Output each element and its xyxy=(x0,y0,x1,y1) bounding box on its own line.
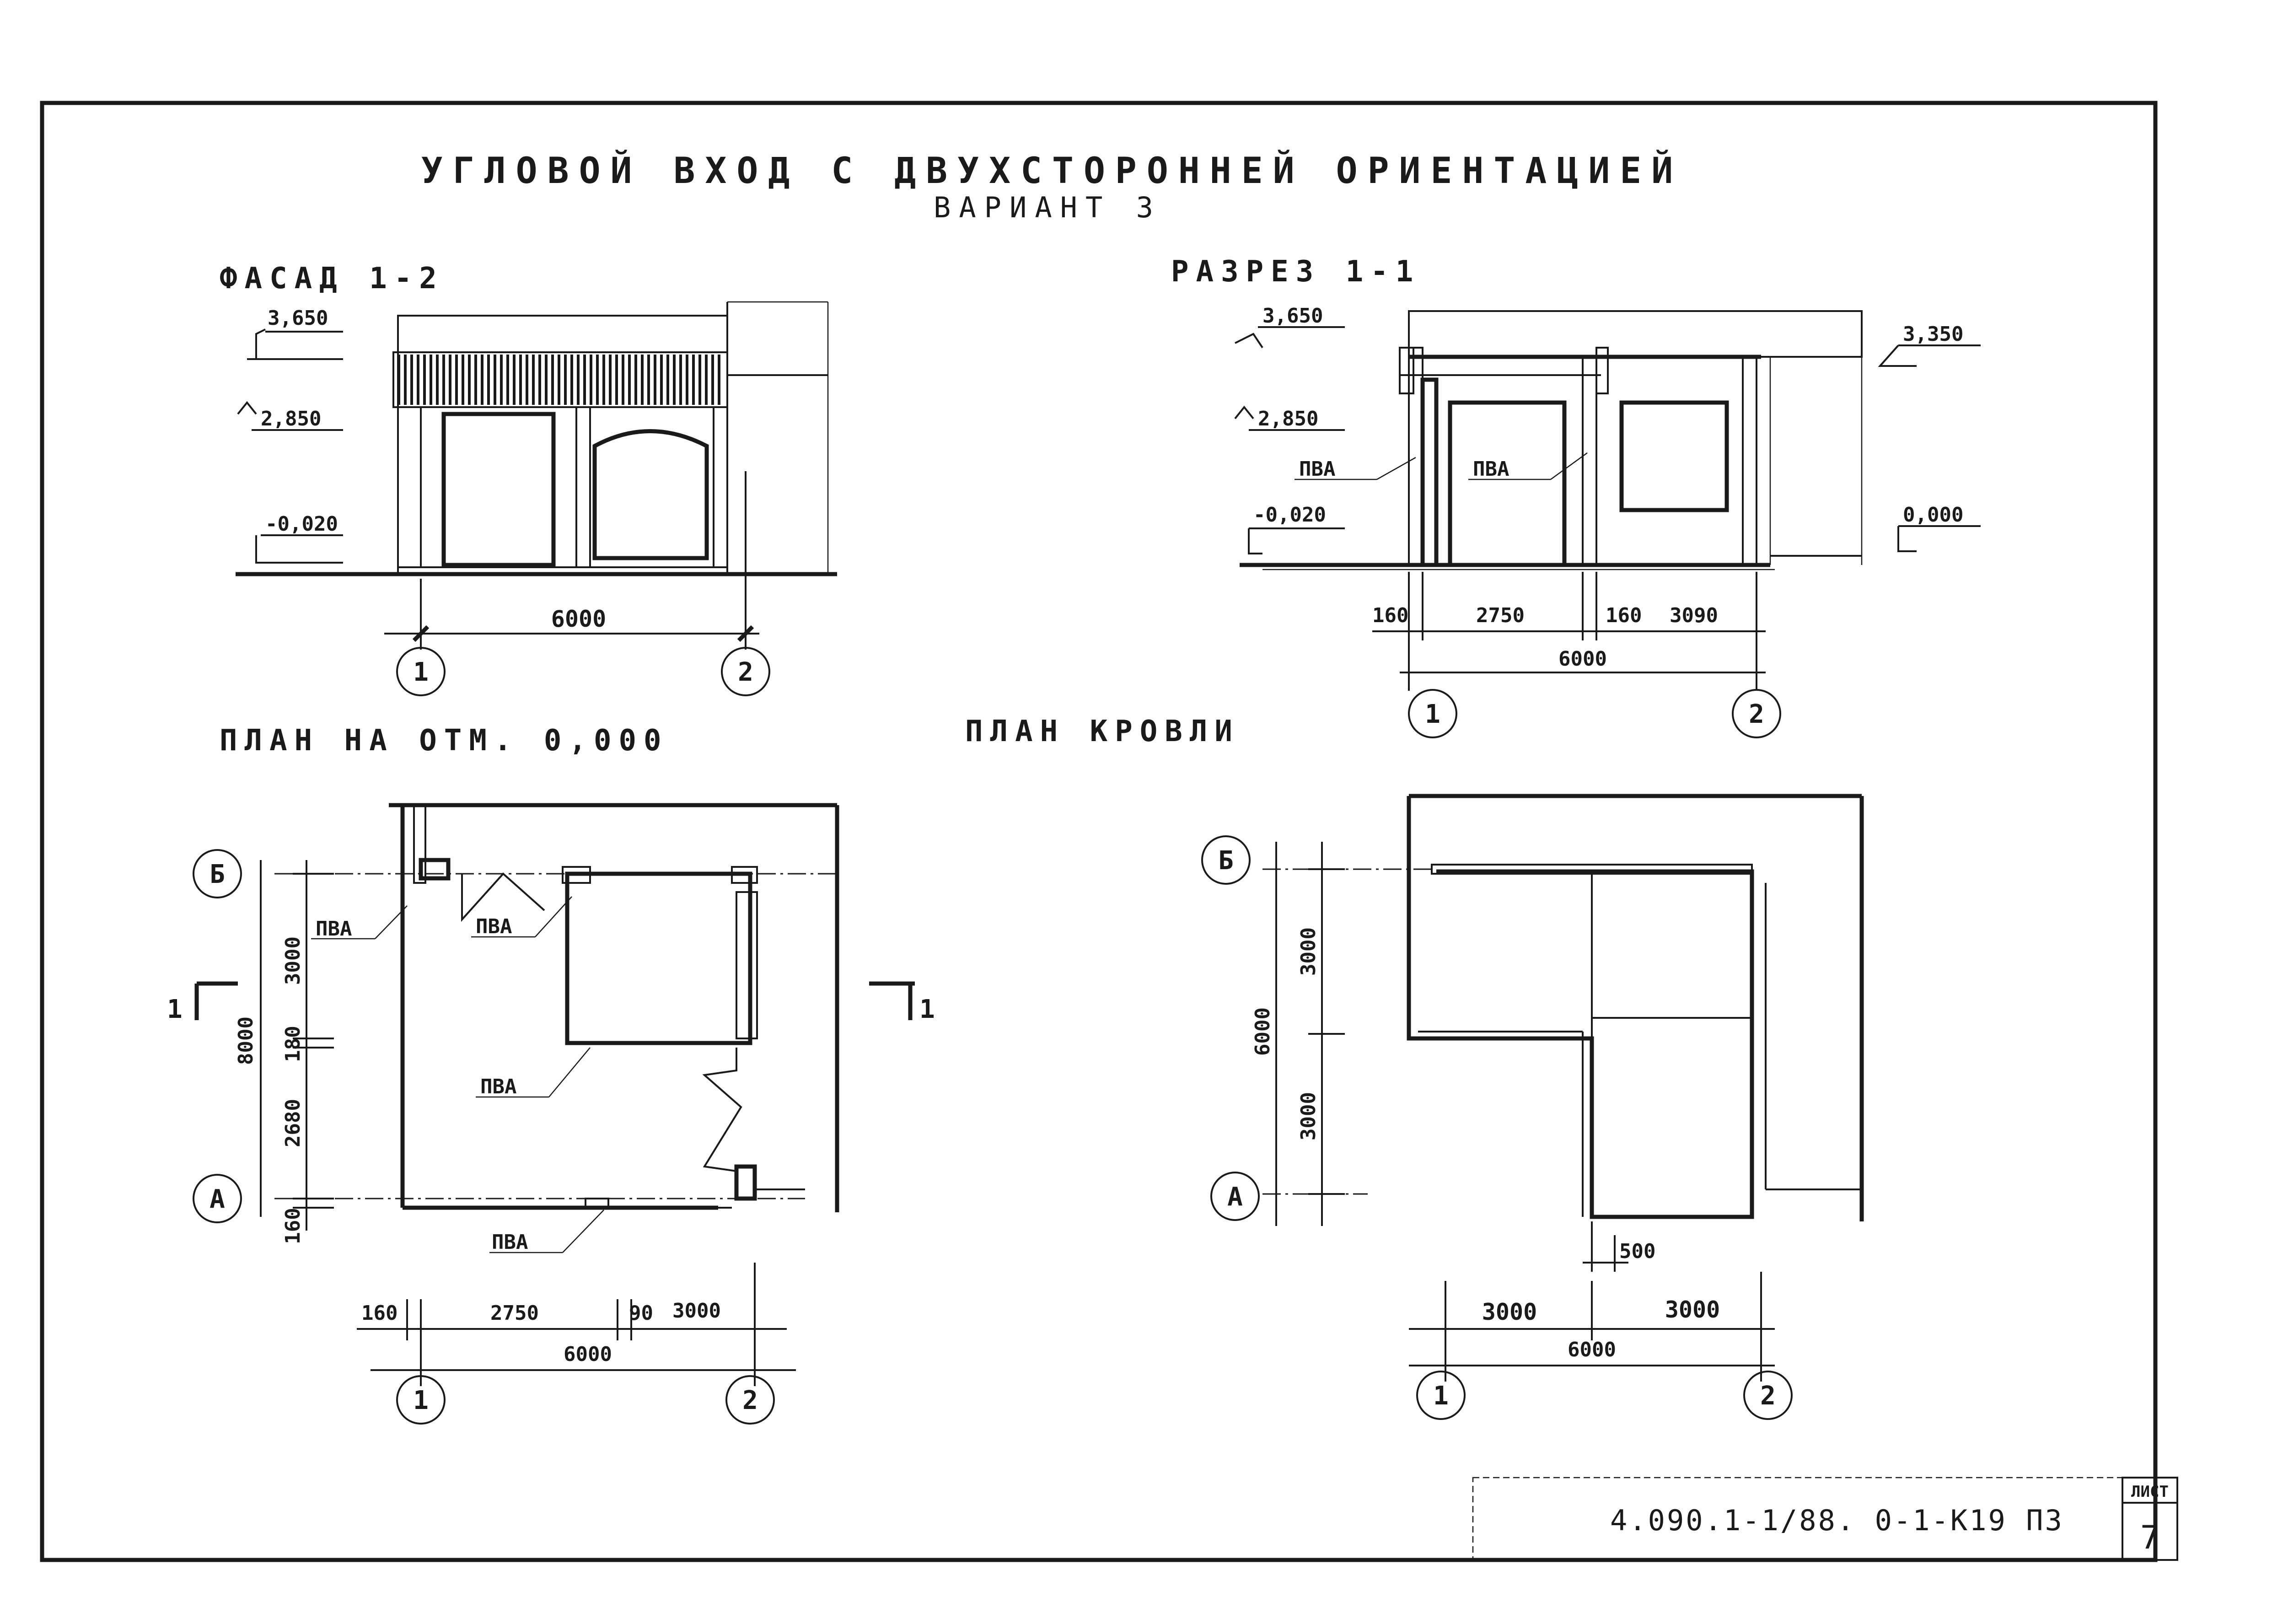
roof-title: ПЛАН КРОВЛИ xyxy=(965,715,1240,748)
svg-text:0,000: 0,000 xyxy=(1903,503,1963,527)
sheet-title: УГЛОВОЙ ВХОД С ДВУХСТОРОННЕЙ ОРИЕНТАЦИЕЙ xyxy=(421,150,1683,192)
sheet-subtitle: ВАРИАНТ 3 xyxy=(934,191,1161,224)
section-label-pva-left: ПВА xyxy=(1299,457,1335,481)
svg-text:3,650: 3,650 xyxy=(268,307,328,330)
section-title: РАЗРЕЗ 1-1 xyxy=(1171,255,1420,289)
facade-level-020: -0,020 xyxy=(255,512,343,564)
plan-label-pva-1: ПВА xyxy=(316,917,352,941)
sheet-frame xyxy=(40,101,2158,1562)
roof-dim-v-3000-top: 3000 xyxy=(1297,927,1320,976)
plan-axis-b: Б xyxy=(209,860,225,889)
title-block: 4.090.1-1/88. 0-1-К19 ПЗ ЛИСТ 7 xyxy=(1472,1477,2178,1561)
roof-axis-a: А xyxy=(1227,1182,1243,1212)
section-opening-right xyxy=(1619,400,1729,512)
plan-view: ПЛАН НА ОТМ. 0,000 1 1 ПВА xyxy=(167,724,935,1425)
section-level-3350: 3,350 xyxy=(1878,323,1981,367)
plan-label-pva-2: ПВА xyxy=(476,915,512,938)
plan-room xyxy=(565,871,752,1045)
plan-title: ПЛАН НА ОТМ. 0,000 xyxy=(220,724,669,758)
roof-dim-v-3000-bottom: 3000 xyxy=(1297,1092,1320,1140)
section-level-020: -0,020 xyxy=(1248,503,1345,554)
roof-dim-h-3000-left: 3000 xyxy=(1482,1299,1537,1325)
svg-text:2,850: 2,850 xyxy=(1258,407,1318,430)
plan-dim-h-2750: 2750 xyxy=(490,1301,539,1325)
facade-axis-1: 1 xyxy=(413,657,429,687)
roof-outline xyxy=(1407,796,1754,1219)
facade-axis-2: 2 xyxy=(738,657,753,687)
section-dim-160-a: 160 xyxy=(1372,604,1408,627)
facade-dim-total: 6000 xyxy=(551,606,606,632)
roof-axis-2: 2 xyxy=(1760,1381,1776,1411)
section-dim-3090: 3090 xyxy=(1670,604,1718,627)
section-view: РАЗРЕЗ 1-1 3,650 2,850 -0,020 3,350 0,00… xyxy=(1171,255,1981,738)
section-level-000: 0,000 xyxy=(1897,503,1981,552)
roof-axis-1: 1 xyxy=(1433,1381,1449,1411)
roof-dim-h-total: 6000 xyxy=(1568,1338,1616,1361)
roof-dim-offset: 500 xyxy=(1619,1240,1655,1263)
plan-dim-h-total: 6000 xyxy=(564,1343,612,1366)
section-dim-160-b: 160 xyxy=(1606,604,1642,627)
section-axis-1: 1 xyxy=(1425,699,1440,729)
plan-axis-1: 1 xyxy=(413,1386,429,1415)
facade-opening-arched xyxy=(592,429,709,560)
stamp-code: 4.090.1-1/88. 0-1-К19 ПЗ xyxy=(1610,1504,2064,1537)
plan-dim-v-160: 160 xyxy=(281,1208,305,1244)
facade-opening-left xyxy=(441,412,556,567)
facade-view: ФАСАД 1-2 3,650 2,850 -0,020 xyxy=(220,262,837,696)
section-opening-left xyxy=(1448,400,1567,567)
svg-text:-0,020: -0,020 xyxy=(1253,503,1326,527)
section-label-pva-right: ПВА xyxy=(1473,457,1509,481)
roof-axis-b: Б xyxy=(1218,846,1234,876)
svg-text:2,850: 2,850 xyxy=(261,407,321,430)
svg-text:3,350: 3,350 xyxy=(1903,323,1963,346)
plan-cut-mark-right: 1 xyxy=(919,995,935,1024)
plan-dim-v-total: 8000 xyxy=(234,1016,258,1065)
svg-text:3,650: 3,650 xyxy=(1262,304,1323,328)
plan-dim-h-90: 90 xyxy=(629,1301,653,1325)
facade-fascia-stripes xyxy=(398,355,720,405)
facade-level-3650: 3,650 xyxy=(247,307,343,360)
roof-dim-h-3000-right: 3000 xyxy=(1665,1296,1720,1323)
section-axis-2: 2 xyxy=(1749,699,1764,729)
plan-label-pva-4: ПВА xyxy=(492,1231,528,1254)
section-dim-total: 6000 xyxy=(1558,647,1607,671)
plan-dim-v-180: 180 xyxy=(281,1026,305,1062)
facade-level-2850: 2,850 xyxy=(237,401,343,431)
plan-axis-a: А xyxy=(209,1184,225,1214)
stamp-sheet-label: ЛИСТ xyxy=(2131,1483,2169,1501)
plan-dim-v-2680: 2680 xyxy=(281,1099,305,1147)
section-dim-2750: 2750 xyxy=(1476,604,1525,627)
plan-dim-v-3000: 3000 xyxy=(281,936,305,985)
facade-title: ФАСАД 1-2 xyxy=(220,262,444,296)
roof-dim-v-total: 6000 xyxy=(1251,1007,1274,1056)
svg-text:-0,020: -0,020 xyxy=(265,512,338,536)
stamp-sheet-number: 7 xyxy=(2140,1519,2159,1556)
plan-label-pva-3: ПВА xyxy=(480,1075,516,1098)
roof-view: ПЛАН КРОВЛИ 3000 3000 6000 Б А 500 xyxy=(965,715,1864,1420)
plan-dim-h-160: 160 xyxy=(361,1301,398,1325)
plan-cut-mark-left: 1 xyxy=(167,995,183,1024)
plan-axis-2: 2 xyxy=(742,1386,758,1415)
section-level-3650: 3,650 xyxy=(1235,304,1345,349)
plan-dim-h-3000: 3000 xyxy=(672,1299,721,1323)
section-level-2850: 2,850 xyxy=(1234,405,1345,431)
